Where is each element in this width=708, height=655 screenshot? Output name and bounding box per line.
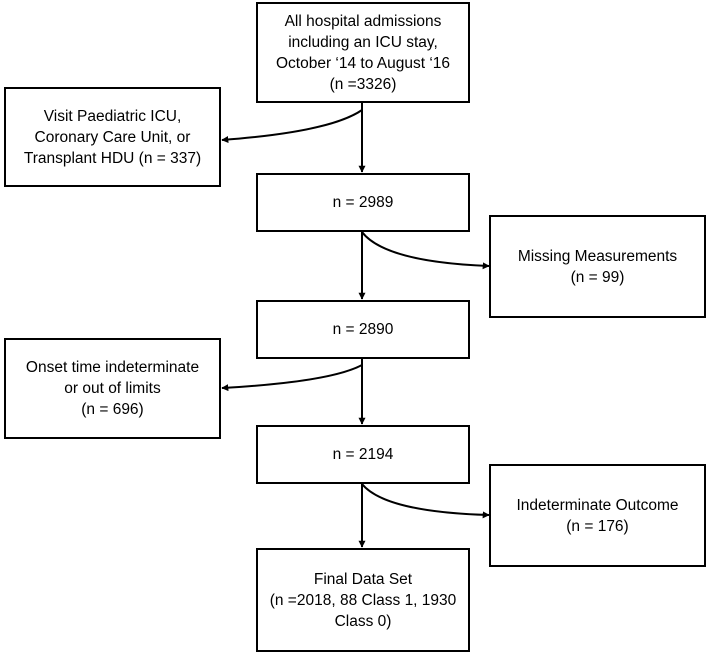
box-missing-measurements: Missing Measurements (n = 99) — [489, 215, 706, 318]
box-indeterminate-outcome: Indeterminate Outcome (n = 176) — [489, 464, 706, 567]
arrow-to-indeterminate — [361, 483, 490, 519]
arrow-to-excluded-units — [221, 109, 363, 144]
step3-label: n = 2194 — [332, 446, 394, 463]
arrow-to-onset — [221, 364, 363, 392]
missing-line-2: (n = 99) — [570, 268, 625, 286]
final-line-1: Final Data Set — [313, 570, 413, 588]
excluded-units-line-3: Transplant HDU (n = 337) — [23, 149, 202, 167]
step2-label: n = 2890 — [332, 321, 394, 338]
indeterminate-line-1: Indeterminate Outcome — [516, 496, 679, 514]
box-n-2890: n = 2890 — [256, 300, 470, 359]
arrow-to-missing — [361, 231, 490, 270]
box-n-2194: n = 2194 — [256, 425, 470, 484]
box-onset-time: Onset time indeterminate or out of limit… — [4, 338, 221, 439]
final-line-2: (n =2018, 88 Class 1, 1930 — [269, 591, 457, 609]
excluded-units-line-1: Visit Paediatric ICU, — [43, 107, 182, 125]
onset-line-1: Onset time indeterminate — [25, 359, 200, 376]
onset-line-3: (n = 696) — [81, 401, 144, 418]
admissions-line-1: All hospital admissions — [284, 12, 442, 30]
admissions-line-2: including an ICU stay, — [288, 33, 438, 51]
excluded-units-line-2: Coronary Care Unit, or — [34, 128, 191, 146]
admissions-line-4: (n =3326) — [329, 75, 397, 93]
box-excluded-units: Visit Paediatric ICU, Coronary Care Unit… — [4, 87, 221, 187]
onset-line-2: or out of limits — [64, 380, 161, 397]
missing-line-1: Missing Measurements — [517, 247, 678, 265]
box-all-admissions: All hospital admissions including an ICU… — [256, 2, 470, 103]
step1-label: n = 2989 — [332, 194, 394, 211]
box-n-2989: n = 2989 — [256, 173, 470, 232]
box-final-data-set: Final Data Set (n =2018, 88 Class 1, 193… — [256, 548, 470, 652]
admissions-line-3: October ‘14 to August ‘16 — [275, 54, 451, 72]
final-line-3: Class 0) — [334, 612, 392, 630]
indeterminate-line-2: (n = 176) — [566, 517, 629, 535]
